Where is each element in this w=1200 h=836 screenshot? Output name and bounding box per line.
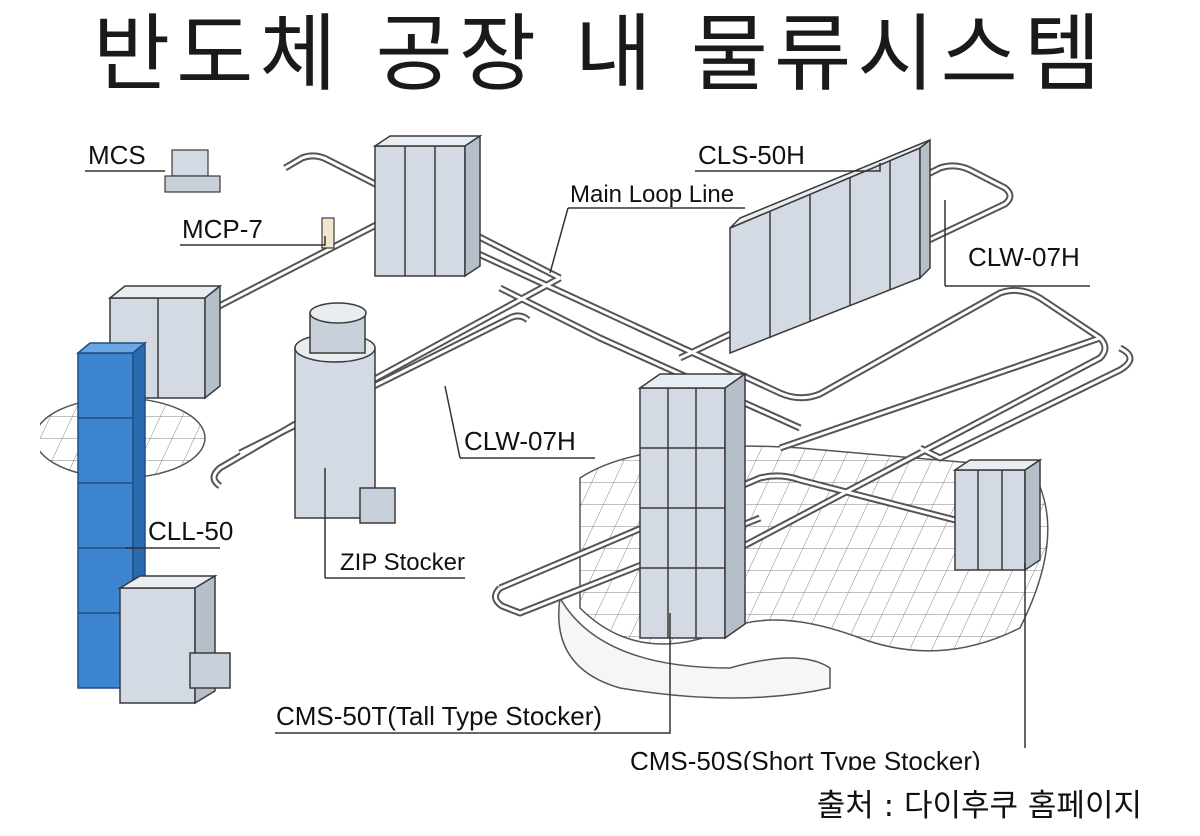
- label-zip-stocker: ZIP Stocker: [340, 549, 465, 576]
- label-mcp7: MCP-7: [182, 214, 263, 244]
- bottom-left-stocker: [117, 574, 231, 705]
- label-main-loop: Main Loop Line: [570, 181, 734, 208]
- cms50t-stocker: [637, 372, 748, 640]
- source-caption: 출처 : 다이후쿠 홈페이지: [816, 788, 1142, 824]
- label-cls50h: CLS-50H: [698, 140, 805, 170]
- label-cll50: CLL-50: [148, 516, 233, 546]
- cls50h-stocker: [729, 138, 931, 355]
- zip-stocker: [294, 302, 396, 524]
- label-mcs: MCS: [88, 140, 146, 170]
- page-title: 반도체 공장 내 물류시스템: [92, 5, 1108, 103]
- cms50s-stocker: [952, 458, 1043, 572]
- label-cms50s: CMS-50S(Short Type Stocker): [630, 746, 981, 770]
- label-cms50t: CMS-50T(Tall Type Stocker): [276, 701, 602, 731]
- mcs-terminal-icon: [164, 149, 221, 193]
- logistics-system-diagram: MCS MCP-7 CLS-50H Main Loop Line CLW-07H…: [40, 134, 1134, 770]
- mcp7-controller-icon: [321, 217, 335, 249]
- label-clw07h-right: CLW-07H: [968, 242, 1080, 272]
- leader-lines: [85, 163, 1090, 748]
- label-clw07h-center: CLW-07H: [464, 426, 576, 456]
- top-stocker: [372, 134, 483, 278]
